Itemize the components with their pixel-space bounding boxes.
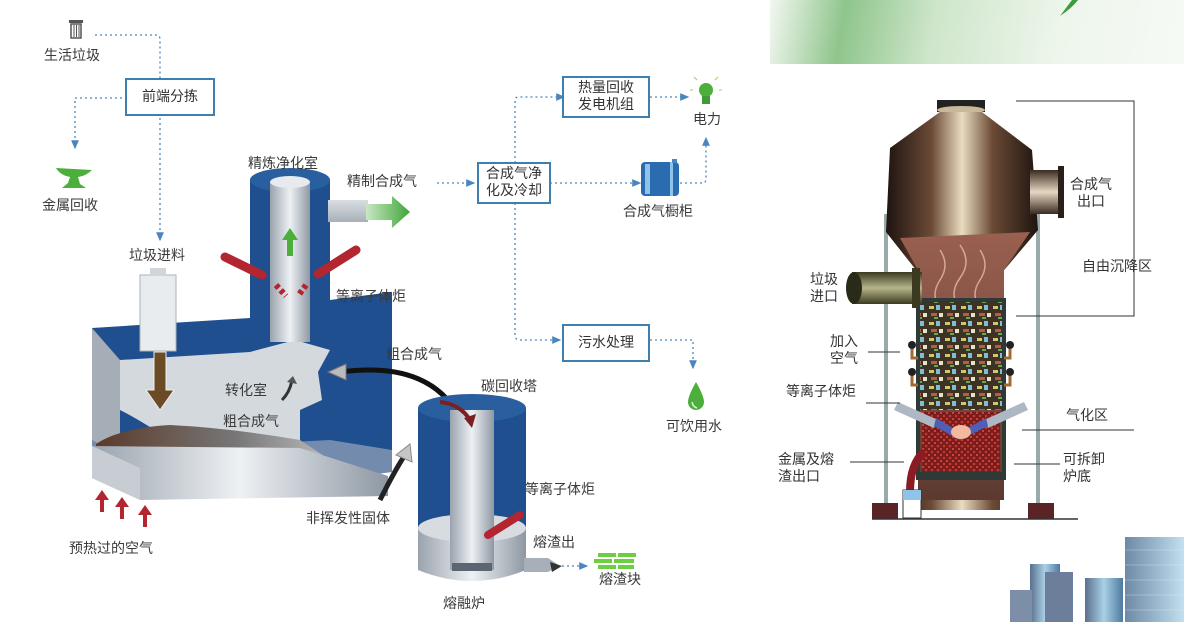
electricity-label: 电力 [693,112,721,128]
flow-line-cabinet-to-power [680,136,710,184]
metal-recovery-label: 金属回收 [42,198,98,214]
front-sorting-label: 前端分拣 [142,88,198,105]
preheated-air-label: 预热过的空气 [69,541,153,557]
metal-slag-outlet-label: 金属及熔 渣出口 [778,452,834,486]
slag-out-label: 熔渣出 [533,535,575,551]
melting-furnace-label: 熔融炉 [443,596,485,612]
flow-line-cleaning-to-wastewater [514,203,562,344]
slag-block-label: 熔渣块 [599,572,641,588]
plasma-gasification-process-diagram [56,20,722,581]
wastewater-box: 污水处理 [562,324,650,362]
plasma-torch-label: 等离子体炬 [786,384,856,400]
flow-line-sorting-to-metal [71,97,127,150]
anvil-icon [56,168,92,188]
removable-bottom-line2: 炉底 [1063,469,1091,485]
removable-bottom-label: 可拆卸 炉底 [1063,452,1105,486]
waste-inlet-label: 垃圾 进口 [810,272,838,306]
waste-feed-label: 垃圾进料 [129,248,185,264]
heat-recovery-box: 热量回收 发电机组 [562,76,650,118]
refined-syngas-label: 精制合成气 [347,174,417,190]
plasma-torch-label-2: 等离子体炬 [525,482,595,498]
trash-bin-icon [69,20,83,39]
syngas-outlet-label: 合成气 出口 [1070,177,1112,211]
carbon-recovery-tower-label: 碳回收塔 [481,379,537,395]
lightbulb-icon [690,76,722,104]
air-inlet-label: 加入 空气 [830,334,858,368]
wastewater-label: 污水处理 [578,334,634,351]
heat-recovery-line2: 发电机组 [578,97,634,113]
flow-line-cleaning-to-heat [514,93,566,163]
metal-slag-outlet-line2: 渣出口 [778,469,820,485]
leaf-banner-decoration [770,0,1184,64]
front-sorting-box: 前端分拣 [125,78,215,116]
metal-slag-outlet-line1: 金属及熔 [778,452,834,468]
waste-inlet-line1: 垃圾 [810,272,838,288]
conversion-chamber-label: 转化室 [225,383,267,399]
household-waste-label: 生活垃圾 [44,48,100,64]
syngas-cleaning-box: 合成气净 化及冷却 [477,162,551,204]
waste-inlet-line2: 进口 [810,289,838,305]
air-inlet-line1: 加入 [830,334,858,350]
gasification-zone-label: 气化区 [1066,408,1108,424]
plasma-torch-label-1: 等离子体炬 [336,289,406,305]
syngas-cleaning-line2: 化及冷却 [486,183,542,199]
non-volatile-solids-label: 非挥发性固体 [306,511,390,527]
drinking-water-label: 可饮用水 [666,419,722,435]
removable-bottom-line1: 可拆卸 [1063,452,1105,468]
heat-recovery-line1: 热量回收 [578,80,634,96]
gas-tank-icon [641,159,679,196]
syngas-cabinet-label: 合成气橱柜 [623,204,693,220]
crude-syngas-label-1: 粗合成气 [223,414,279,430]
syngas-outlet-line2: 出口 [1077,194,1105,210]
flow-line-wastewater-to-water [650,339,697,370]
crude-syngas-label-2: 粗合成气 [386,347,442,363]
syngas-cleaning-line1: 合成气净 [486,166,542,182]
free-settling-zone-label: 自由沉降区 [1082,259,1152,275]
refining-chamber-label: 精炼净化室 [248,156,318,172]
syngas-outlet-line1: 合成气 [1070,177,1112,193]
air-inlet-line2: 空气 [830,351,858,367]
slag-bricks-icon [594,553,636,569]
